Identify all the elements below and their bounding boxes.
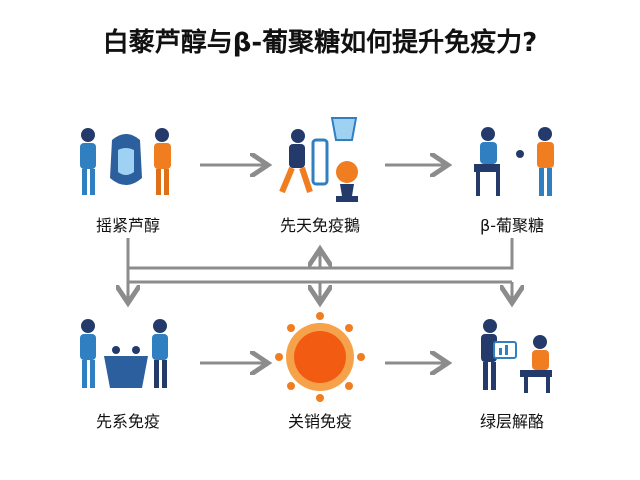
sun-burst-icon <box>275 312 365 402</box>
node-label-2: 先天免疫鵝 <box>279 216 360 235</box>
person-with-trophy-icon <box>279 117 358 202</box>
node-label-3: β-葡聚糖 <box>480 216 544 235</box>
people-with-lungs-icon <box>80 128 171 195</box>
people-with-chart-board-icon <box>481 319 552 393</box>
people-with-vessel-icon <box>80 319 168 388</box>
people-seated-talking-icon <box>474 127 554 196</box>
diagram-title: 白藜芦醇与β-葡聚糖如何提升免疫力? <box>102 28 538 58</box>
node-label-4: 先系免疫 <box>95 412 160 431</box>
node-label-1: 摇紧芦醇 <box>95 216 160 235</box>
node-label-5: 关销免疫 <box>287 412 352 431</box>
node-label-6: 绿层解酪 <box>479 412 544 431</box>
